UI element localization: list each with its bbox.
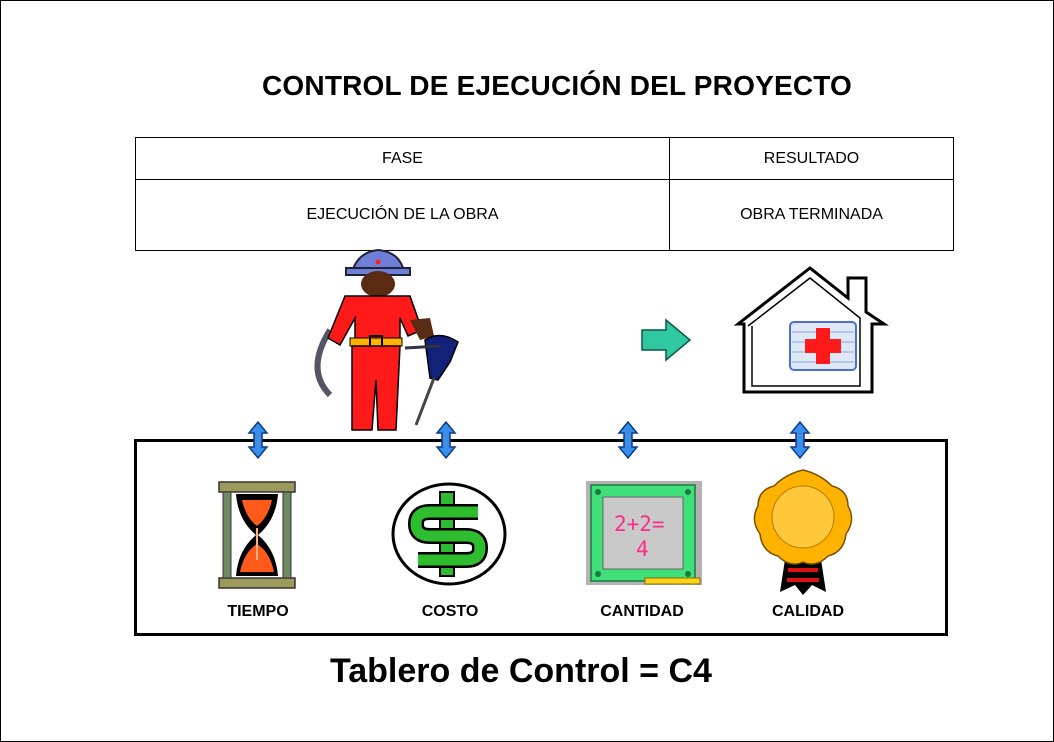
worker-icon: [314, 248, 459, 431]
hourglass-icon: [218, 481, 296, 589]
label-costo: COSTO: [421, 603, 479, 620]
table-row: EJECUCIÓN DE LA OBRA OBRA TERMINADA: [135, 179, 954, 251]
dollar-icon: [391, 482, 507, 586]
board-text-line-1: 2+2=: [614, 512, 665, 536]
control-board-box: [134, 439, 948, 636]
label-calidad: CALIDAD: [772, 603, 844, 620]
label-tiempo: TIEMPO: [227, 603, 289, 620]
double-arrow-icon: [790, 421, 810, 459]
right-arrow-icon: [641, 318, 692, 362]
cell-fase: EJECUCIÓN DE LA OBRA: [135, 179, 670, 251]
medal-icon: [753, 469, 853, 595]
double-arrow-icon: [618, 421, 638, 459]
board-text-line-2: 4: [636, 537, 649, 561]
phase-table: FASE RESULTADO EJECUCIÓN DE LA OBRA OBRA…: [135, 137, 954, 251]
double-arrow-icon: [436, 421, 456, 459]
house-icon: [733, 266, 889, 394]
slide-title: CONTROL DE EJECUCIÓN DEL PROYECTO: [262, 70, 853, 101]
board-caption: Tablero de Control = C4: [330, 652, 712, 690]
double-arrow-icon: [248, 421, 268, 459]
label-cantidad: CANTIDAD: [600, 603, 684, 620]
cell-resultado: OBRA TERMINADA: [669, 179, 954, 251]
chalkboard-icon: 2+2= 4: [586, 481, 702, 585]
